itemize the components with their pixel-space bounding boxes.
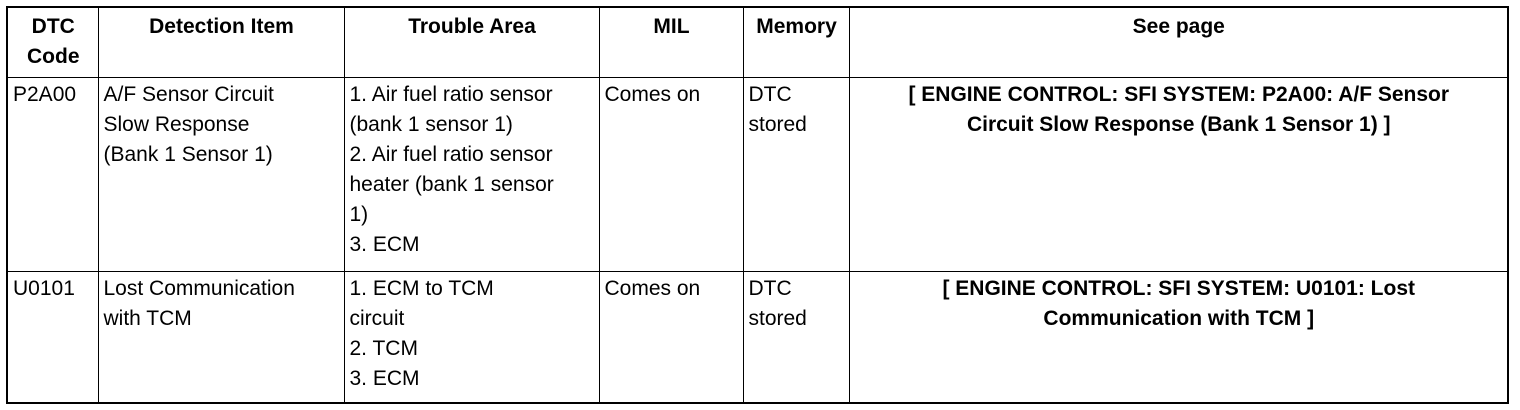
table-row: U0101 Lost Communication with TCM 1. ECM… bbox=[6, 270, 1509, 404]
dtc-table: DTC Code Detection Item Trouble Area MIL… bbox=[6, 6, 1509, 404]
mil-cell: Comes on bbox=[598, 270, 744, 404]
cell-line: 1. ECM to TCM bbox=[349, 276, 494, 300]
cell-line: DTC bbox=[748, 82, 792, 106]
see-page-line: [ ENGINE CONTROL: SFI SYSTEM: U0101: Los… bbox=[942, 276, 1416, 300]
header-mil: MIL bbox=[598, 6, 744, 78]
cell-line: DTC bbox=[748, 276, 792, 300]
cell-line: Slow Response bbox=[103, 112, 250, 136]
table-row: P2A00 A/F Sensor Circuit Slow Response (… bbox=[6, 76, 1509, 272]
cell-line: with TCM bbox=[103, 306, 192, 330]
see-page-link[interactable]: [ ENGINE CONTROL: SFI SYSTEM: U0101: Los… bbox=[848, 270, 1509, 404]
see-page-line: Circuit Slow Response (Bank 1 Sensor 1) … bbox=[966, 112, 1391, 136]
dtc-code-cell: P2A00 bbox=[6, 76, 99, 272]
cell-line: 1) bbox=[349, 202, 369, 226]
cell-line: 3. ECM bbox=[349, 366, 420, 390]
cell-line: 3. ECM bbox=[349, 232, 420, 256]
detection-item-cell: A/F Sensor Circuit Slow Response (Bank 1… bbox=[97, 76, 345, 272]
see-page-line: [ ENGINE CONTROL: SFI SYSTEM: P2A00: A/F… bbox=[908, 82, 1450, 106]
header-dtc-code: DTC Code bbox=[6, 6, 99, 78]
see-page-link[interactable]: [ ENGINE CONTROL: SFI SYSTEM: P2A00: A/F… bbox=[848, 76, 1509, 272]
cell-line: circuit bbox=[349, 306, 405, 330]
header-detection-item: Detection Item bbox=[97, 6, 345, 78]
header-trouble-area: Trouble Area bbox=[343, 6, 600, 78]
cell-line: 2. TCM bbox=[349, 336, 418, 360]
mil-cell: Comes on bbox=[598, 76, 744, 272]
trouble-area-cell: 1. ECM to TCM circuit 2. TCM 3. ECM bbox=[343, 270, 600, 404]
header-dtc-code-line: DTC bbox=[31, 15, 75, 38]
see-page-line: Communication with TCM ] bbox=[1043, 306, 1315, 330]
cell-line: stored bbox=[748, 306, 807, 330]
cell-line: stored bbox=[748, 112, 807, 136]
memory-cell: DTC stored bbox=[742, 270, 850, 404]
cell-line: (bank 1 sensor 1) bbox=[349, 112, 513, 136]
cell-line: (Bank 1 Sensor 1) bbox=[103, 142, 273, 166]
cell-line: 2. Air fuel ratio sensor bbox=[349, 142, 553, 166]
dtc-code-cell: U0101 bbox=[6, 270, 99, 404]
header-row: DTC Code Detection Item Trouble Area MIL… bbox=[6, 6, 1509, 78]
trouble-area-cell: 1. Air fuel ratio sensor (bank 1 sensor … bbox=[343, 76, 600, 272]
memory-cell: DTC stored bbox=[742, 76, 850, 272]
detection-item-cell: Lost Communication with TCM bbox=[97, 270, 345, 404]
header-dtc-code-line: Code bbox=[27, 45, 80, 68]
cell-line: A/F Sensor Circuit bbox=[103, 82, 274, 106]
cell-line: 1. Air fuel ratio sensor bbox=[349, 82, 553, 106]
header-memory: Memory bbox=[742, 6, 850, 78]
cell-line: Lost Communication bbox=[103, 276, 295, 300]
cell-line: heater (bank 1 sensor bbox=[349, 172, 554, 196]
header-see-page: See page bbox=[848, 6, 1509, 78]
